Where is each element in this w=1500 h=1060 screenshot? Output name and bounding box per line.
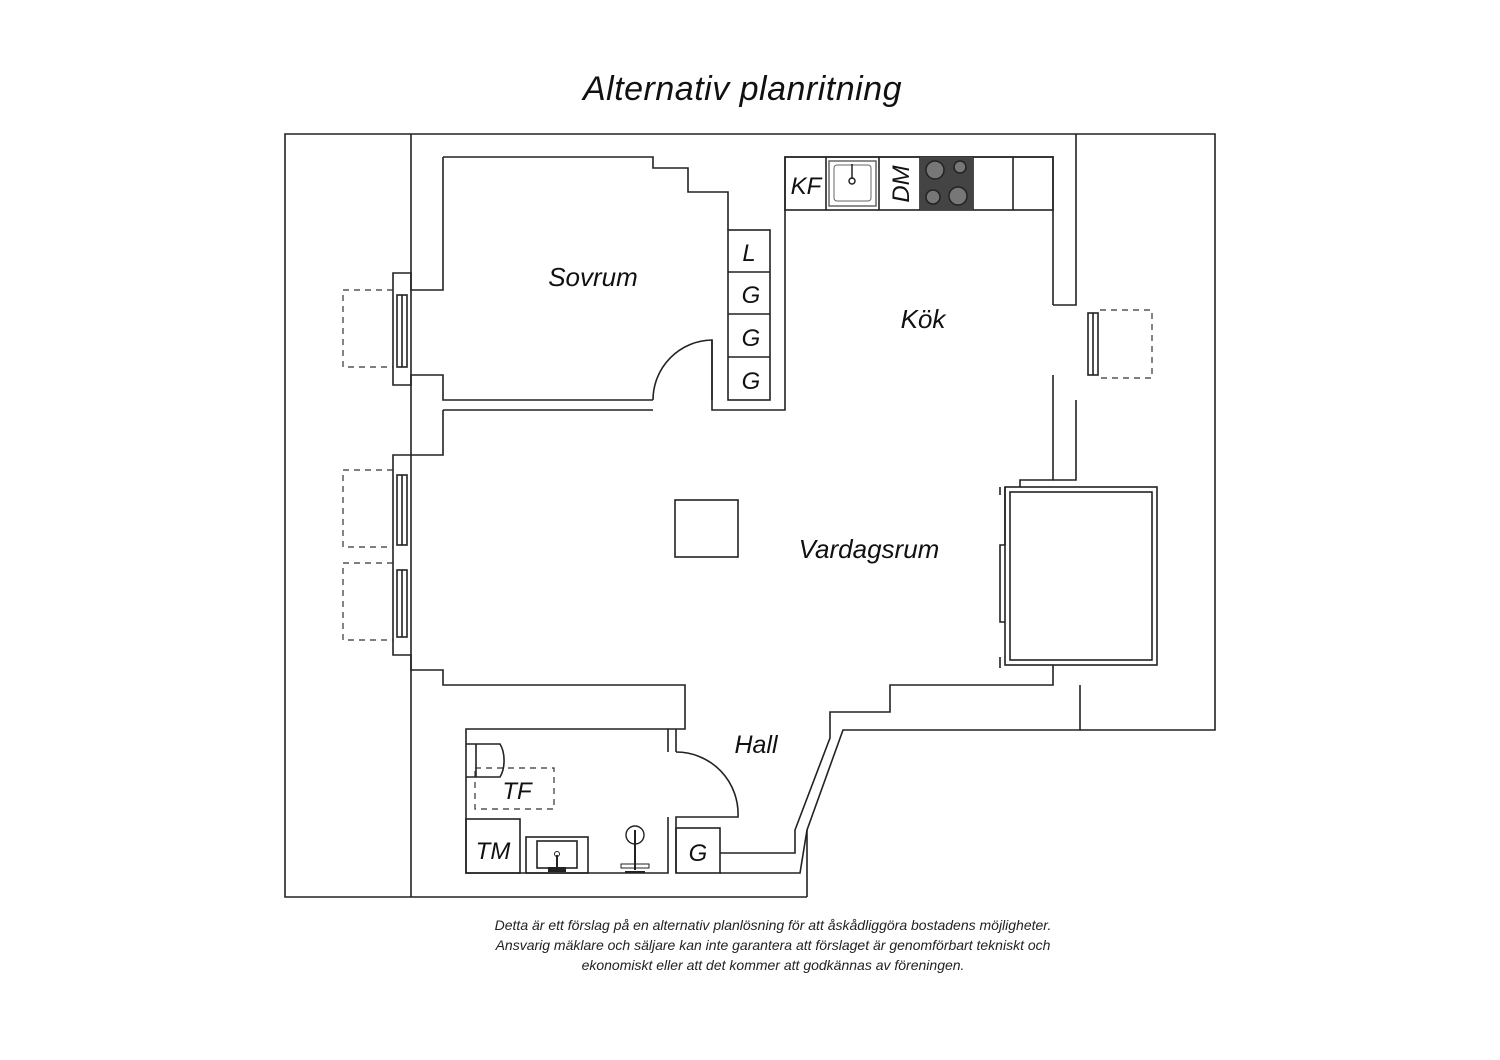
closet-label-g: G: [742, 368, 761, 395]
wardrobe-row: [727, 229, 771, 401]
room-label-vardagsrum: Vardagsrum: [799, 534, 940, 564]
plan-title: Alternativ planritning: [582, 70, 903, 108]
sovrum-door[interactable]: [652, 339, 713, 401]
fridge-freezer-label: KF: [791, 173, 823, 200]
washbasin-icon: [525, 836, 589, 874]
kitchen-counter: [784, 156, 1054, 211]
disclaimer-line: Detta är ett förslag på en alternativ pl…: [494, 917, 1052, 933]
stove-icon: [920, 157, 973, 210]
bathroom-door[interactable]: [675, 751, 739, 873]
washer-dryer-label: TF: [502, 778, 533, 805]
toilet-icon: [466, 743, 505, 778]
sink-icon: [828, 160, 877, 207]
room-label-sovrum: Sovrum: [548, 262, 638, 292]
closet-label-g: G: [742, 325, 761, 352]
dishwasher-label: DM: [888, 165, 915, 202]
washing-machine-label: TM: [476, 838, 511, 865]
disclaimer: Detta är ett förslag på en alternativ pl…: [0, 915, 1500, 975]
shower-icon: [620, 825, 650, 873]
closet-label-g: G: [742, 282, 761, 309]
interior-walls: [392, 156, 1054, 874]
balcony-bay: [999, 486, 1158, 668]
closet-label-l: L: [742, 240, 755, 267]
disclaimer-line: Ansvarig mäklare och säljare kan inte ga…: [495, 937, 1051, 953]
room-label-hall: Hall: [734, 731, 779, 759]
building-outline: [284, 133, 1216, 898]
table: [674, 499, 739, 558]
bathroom: [465, 728, 739, 874]
room-label-kok: Kök: [901, 304, 948, 334]
disclaimer-line: ekonomiskt eller att det kommer att godk…: [581, 957, 965, 973]
windows: [342, 289, 1153, 641]
hall-closet-label: G: [689, 840, 708, 867]
